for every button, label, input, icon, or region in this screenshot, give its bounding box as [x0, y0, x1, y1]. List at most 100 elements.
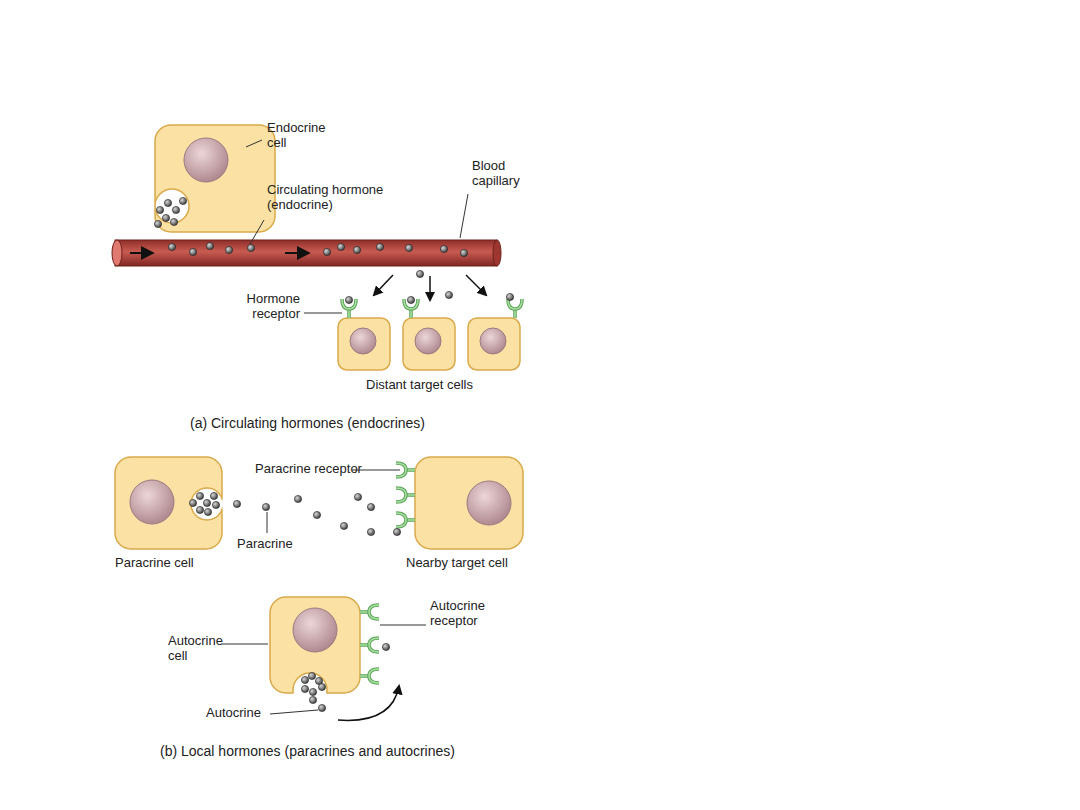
- blood-capillary: [112, 240, 501, 266]
- autocrine-cell: [293, 608, 337, 652]
- receptor: [508, 299, 522, 318]
- receptor: [360, 605, 379, 619]
- endocrine-cell: [155, 125, 275, 232]
- hormone-molecule: [156, 206, 163, 213]
- paracrine-cell: [115, 457, 223, 549]
- flow-arrow: [130, 252, 308, 254]
- hormone-molecule: [170, 218, 177, 225]
- leader-line: [246, 140, 262, 147]
- receptor: [369, 605, 379, 619]
- receptor: [396, 488, 406, 502]
- nearby-target-cell: [467, 481, 511, 525]
- hormone-molecule: [247, 244, 254, 251]
- hormone-molecule: [196, 492, 203, 499]
- diffusion-arrow: [338, 686, 399, 720]
- hormone-molecule: [323, 248, 330, 255]
- part-label: Autocrine: [206, 706, 261, 721]
- part-label: Paracrine cell: [115, 556, 194, 571]
- hormone-molecule: [301, 676, 308, 683]
- diffusion-arrow: [338, 275, 486, 720]
- receptor: [396, 463, 406, 477]
- hormone-molecule: [353, 246, 360, 253]
- cells: [115, 125, 523, 707]
- hormone-molecule: [393, 528, 400, 535]
- part-label: Blood capillary: [472, 159, 538, 189]
- blood-capillary: [112, 240, 122, 266]
- hormone-molecule: [179, 197, 186, 204]
- receptor: [396, 463, 406, 477]
- hormone-molecule: [407, 296, 414, 303]
- paracrine-cell: [115, 457, 222, 549]
- hormone-molecule: [313, 511, 320, 518]
- hormone-molecule: [337, 243, 344, 250]
- target-cell: [403, 318, 455, 370]
- receptor: [396, 513, 415, 527]
- hormone-molecule: [318, 683, 325, 690]
- receptor: [369, 638, 379, 652]
- hormone-molecule: [345, 296, 352, 303]
- receptor: [360, 638, 379, 652]
- hormone-molecule: [340, 522, 347, 529]
- receptor: [396, 513, 406, 527]
- hormone-molecule: [382, 643, 389, 650]
- part-label: Endocrine cell: [267, 121, 339, 151]
- hormone-molecule: [367, 503, 374, 510]
- nearby-target-cell: [415, 457, 523, 549]
- leader-line: [380, 625, 426, 626]
- hormone-molecule: [189, 499, 196, 506]
- hormone-molecule: [225, 246, 232, 253]
- receptor: [396, 488, 406, 502]
- target-cell: [338, 318, 390, 370]
- hormone-molecule: [168, 243, 175, 250]
- receptor: [396, 463, 415, 477]
- hormone-molecule: [206, 242, 213, 249]
- hormone-molecule: [318, 704, 325, 711]
- part-label: Hormone receptor: [228, 292, 300, 322]
- leader-line: [304, 313, 342, 314]
- blood-capillary: [493, 240, 501, 266]
- part-label: Paracrine: [237, 537, 293, 552]
- hormone-molecule: [460, 249, 467, 256]
- hormone-molecule: [309, 696, 316, 703]
- endocrine-cell: [184, 138, 228, 182]
- leader-line: [250, 220, 264, 244]
- panel-caption: (a) Circulating hormones (endocrines): [190, 415, 425, 431]
- nearby-target-cell: [415, 457, 523, 549]
- panel-caption: (b) Local hormones (paracrines and autoc…: [160, 743, 455, 759]
- hormone-molecule: [203, 499, 210, 506]
- hormone-molecule: [212, 501, 219, 508]
- hormone-molecule: [233, 500, 240, 507]
- receptor: [360, 669, 379, 683]
- target-cell: [480, 328, 506, 354]
- leader-line: [222, 644, 268, 645]
- receptor: [369, 605, 379, 619]
- hormone-molecule: [416, 270, 423, 277]
- hormone-molecule: [376, 243, 383, 250]
- autocrine-cell: [293, 673, 327, 693]
- hormone-molecule: [154, 220, 161, 227]
- receptor: [396, 513, 406, 527]
- autocrine-cell: [270, 597, 360, 693]
- hormone-molecule: [162, 214, 169, 221]
- blood-capillary: [115, 240, 497, 266]
- hormone-molecule: [210, 492, 217, 499]
- group-label: Distant target cells: [366, 378, 473, 393]
- diffusion-arrow: [466, 275, 486, 295]
- hormone-molecule: [262, 503, 269, 510]
- hormone-molecule: [154, 197, 513, 711]
- part-label: Autocrine receptor: [430, 599, 505, 629]
- hormone-molecule: [405, 244, 412, 251]
- target-cell: [415, 328, 441, 354]
- hormone-molecule: [445, 291, 452, 298]
- endocrine-cell: [155, 189, 189, 223]
- leader-line: [460, 194, 468, 238]
- autocrine-cell: [270, 597, 360, 707]
- hormone-molecule: [164, 199, 171, 206]
- target-cell: [403, 318, 455, 370]
- hormone-molecule: [294, 495, 301, 502]
- receptor: [369, 638, 379, 652]
- hormone-molecule: [301, 685, 308, 692]
- hormone-molecule: [204, 508, 211, 515]
- paracrine-cell: [130, 480, 174, 524]
